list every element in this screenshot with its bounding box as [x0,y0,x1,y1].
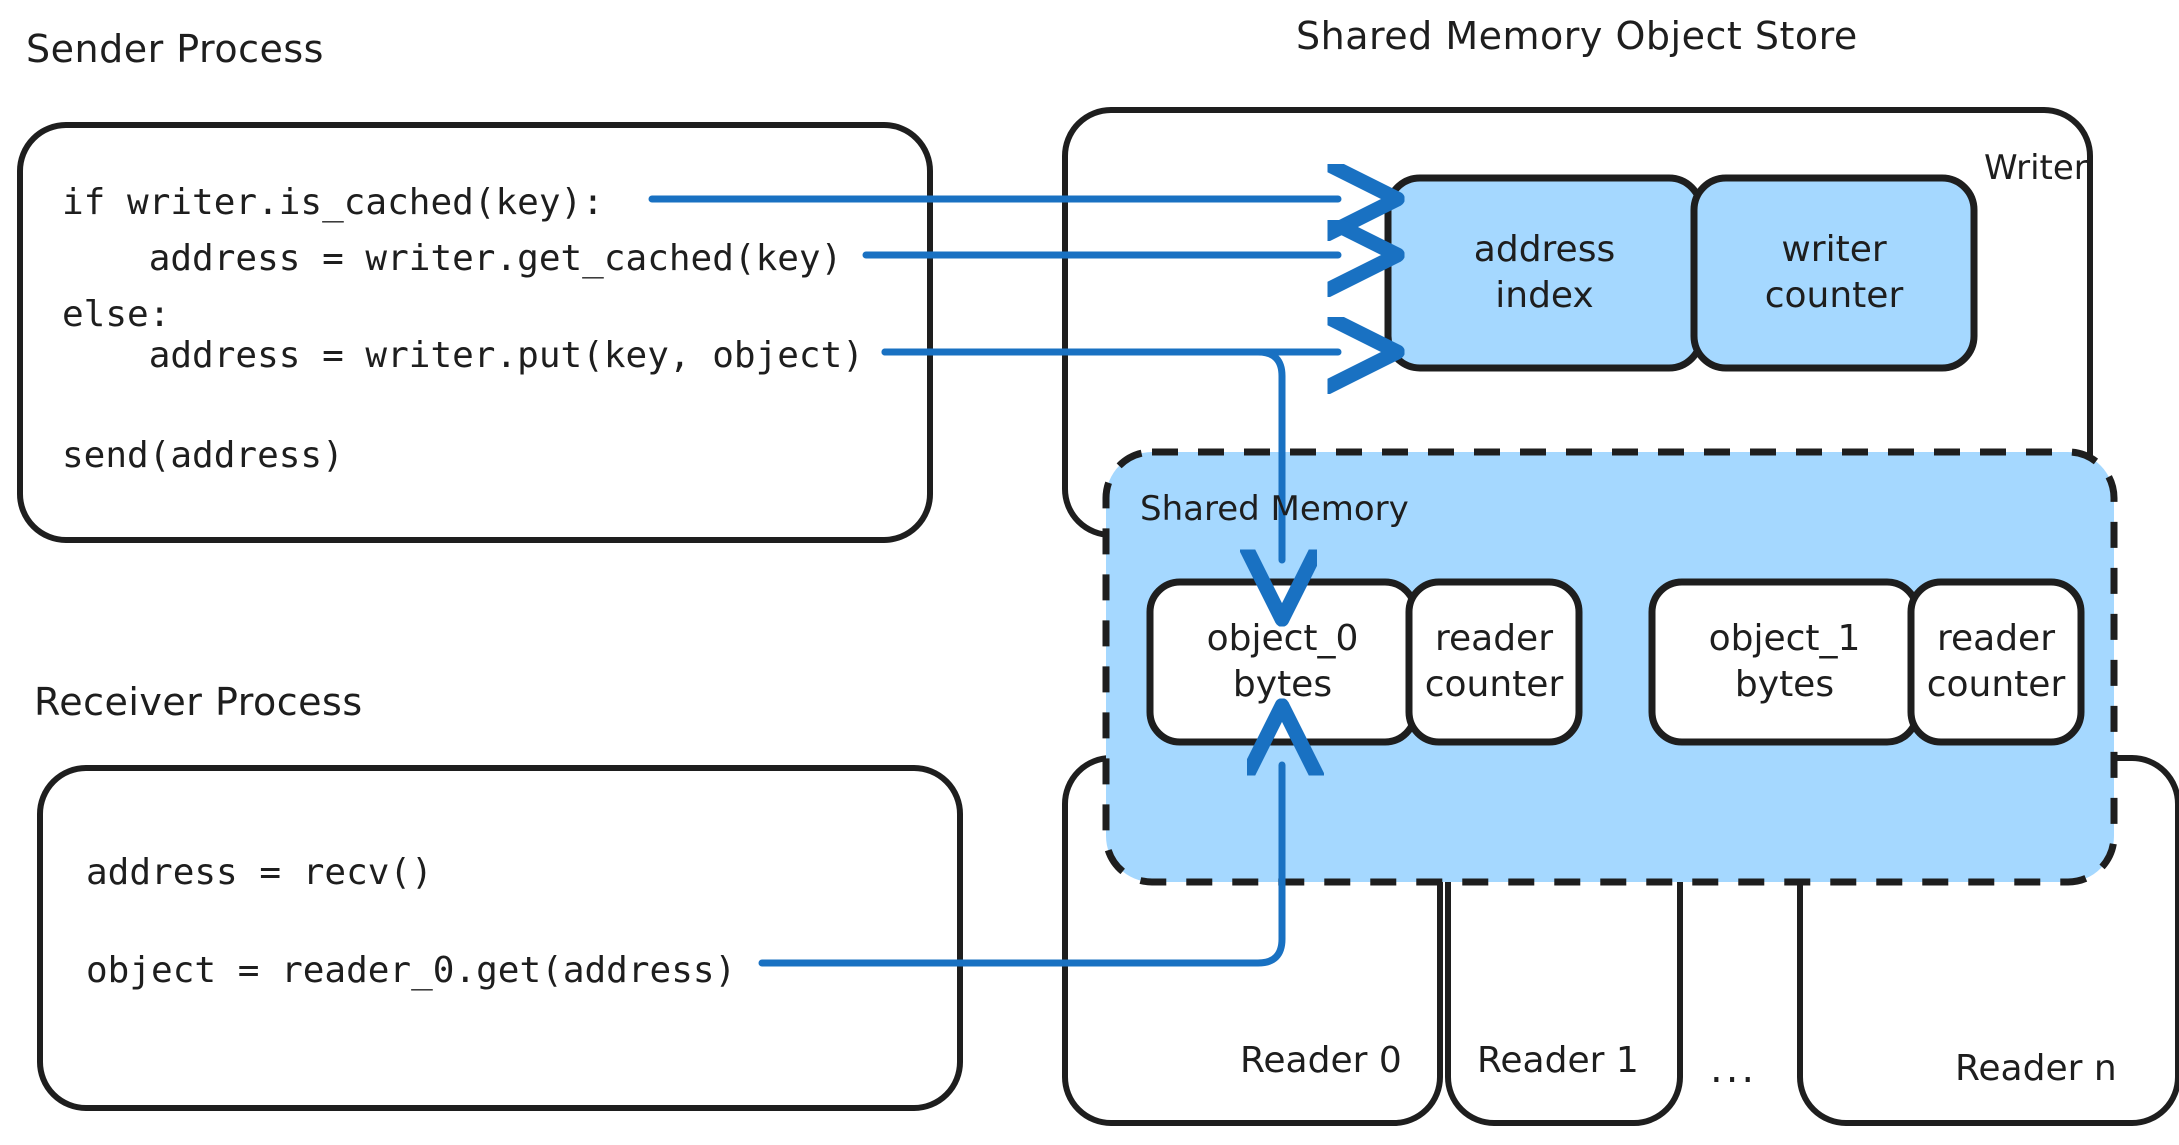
sender-code-line-6: send(address) [62,435,344,476]
receiver-code-line-3: object = reader_0.get(address) [86,950,737,991]
shared-memory-label: Shared Memory [1140,489,1409,529]
writer-label: Writer [1984,148,2088,188]
receiver-code-line-1: address = recv() [86,852,433,893]
object-0-reader-counter-cell [1405,578,1583,746]
object-1-reader-counter-cell [1907,578,2085,746]
receiver-process-box [37,765,963,1111]
writer-counter-cell [1690,174,1978,372]
reader-0-label: Reader 0 [1240,1040,1402,1081]
readers-ellipsis: ... [1710,1046,1758,1092]
object-0-reader-counter-label: reader counter [1424,618,1564,705]
sender-code-line-1: if writer.is_cached(key): [62,182,604,223]
arrow-reader-get-to-object-0 [758,765,1282,967]
sender-code-line-2: address = writer.get_cached(key) [62,238,843,279]
sender-process-box [17,122,933,543]
object-1-bytes-label: object_1 bytes [1708,618,1861,705]
writer-counter-label: writer counter [1764,229,1904,316]
object-0-bytes-label: object_0 bytes [1206,618,1359,705]
sender-process-title: Sender Process [26,27,324,71]
arrow-put-to-object-0 [881,348,1282,560]
sender-code-line-4: address = writer.put(key, object) [62,335,864,376]
store-title: Shared Memory Object Store [1296,14,1858,58]
sender-code-line-3: else: [62,294,171,335]
reader-1-label: Reader 1 [1477,1040,1639,1081]
address-index-label: address index [1473,229,1616,316]
shared-memory-region [1102,448,2118,886]
receiver-process-title: Receiver Process [34,680,363,724]
reader-n-label: Reader n [1955,1048,2117,1089]
object-1-reader-counter-label: reader counter [1926,618,2066,705]
